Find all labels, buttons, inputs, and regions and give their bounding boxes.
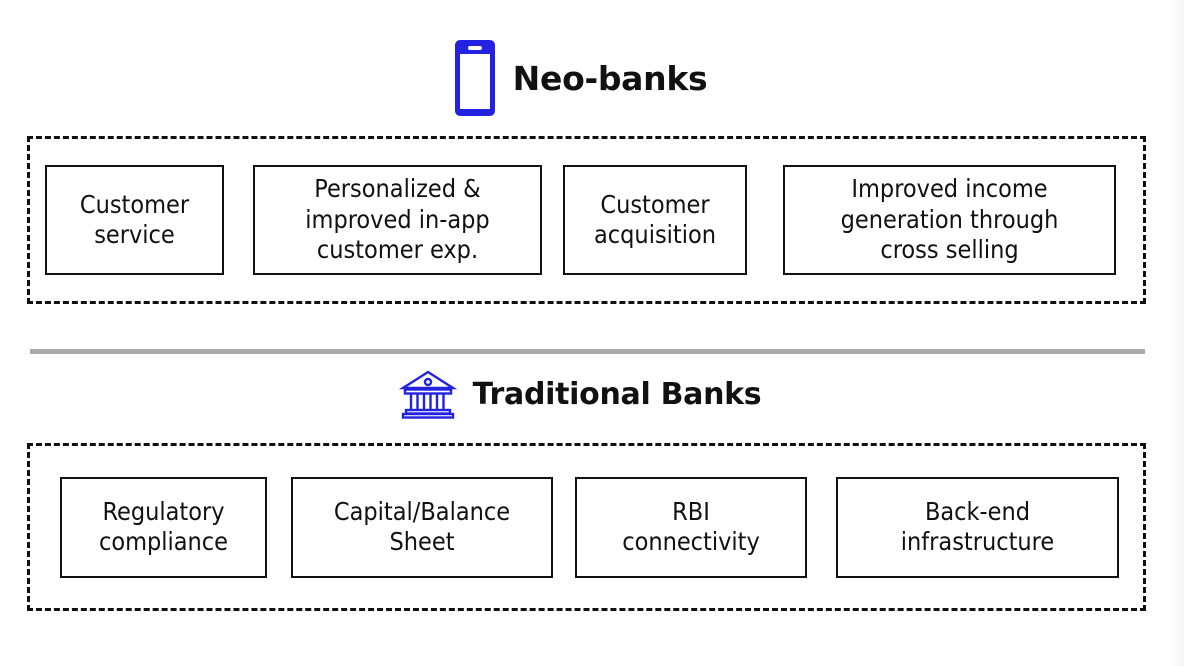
page-edge-shade: [1168, 0, 1184, 666]
group-traditional: Regulatory compliance Capital/Balance Sh…: [27, 443, 1146, 611]
section-header-neobanks: Neo-banks: [0, 36, 1160, 120]
bank-building-icon: [398, 368, 457, 420]
section-title-traditional: Traditional Banks: [472, 376, 762, 412]
item-box-back-end-infrastructure[interactable]: Back-end infrastructure: [836, 476, 1119, 578]
section-header-traditional: Traditional Banks: [0, 363, 1160, 425]
item-box-capital-balance-sheet[interactable]: Capital/Balance Sheet: [291, 476, 553, 578]
item-box-rbi-connectivity[interactable]: RBI connectivity: [575, 476, 807, 578]
section-divider: [30, 349, 1145, 354]
item-box-customer-service[interactable]: Customer service: [45, 165, 224, 275]
mobile-phone-icon: [453, 38, 497, 118]
item-box-improved-income-generation[interactable]: Improved income generation through cross…: [783, 165, 1116, 275]
item-box-regulatory-compliance[interactable]: Regulatory compliance: [60, 476, 267, 578]
item-box-personalized-in-app-experience[interactable]: Personalized & improved in-app customer …: [253, 165, 542, 275]
section-title-neobanks: Neo-banks: [512, 58, 708, 98]
item-box-customer-acquisition[interactable]: Customer acquisition: [563, 165, 747, 275]
group-neobanks: Customer service Personalized & improved…: [27, 136, 1146, 304]
